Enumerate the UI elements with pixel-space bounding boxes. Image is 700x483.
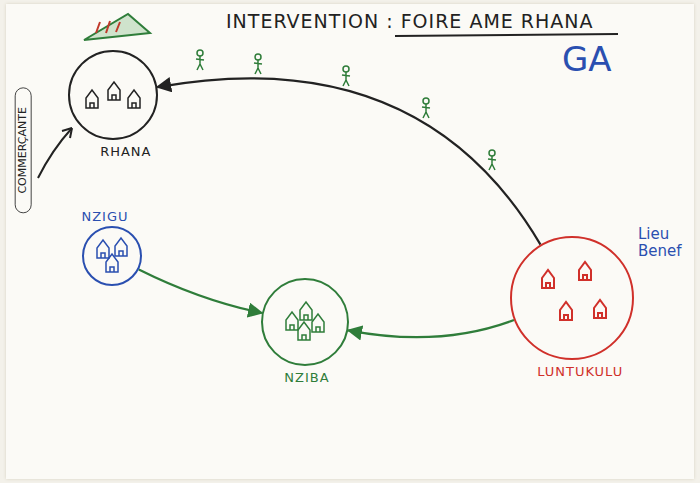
house-symbols [97,238,127,272]
flow-arrow [348,320,514,337]
house-symbols [286,302,324,340]
walking-people [196,50,496,170]
title-underline [395,34,618,36]
note-label: Lieu Benef [638,226,694,261]
place-name: NZIGU [81,209,128,224]
leader-arrow [38,128,72,178]
place-circle: NZIGU [82,226,142,286]
place-name: RHANA [100,144,151,159]
note-label: GA [562,40,612,79]
title-text: INTERVENTION : FOIRE AME RHANA [226,10,594,32]
flow-arrow [157,78,540,244]
leader-arrowhead [62,128,72,138]
house-symbols [542,262,606,320]
place-circle: LUNTUKULU [510,236,634,360]
place-name: LUNTUKULU [537,364,623,379]
flag-triangle [84,14,150,40]
flow-arrow [139,269,262,313]
note-label: COMMERÇANTE [15,87,32,213]
house-symbols [86,82,140,108]
place-circle: RHANA [68,50,158,140]
place-circle: NZIBA [261,278,349,366]
flag-marks [96,21,120,33]
place-name: NZIBA [284,370,329,385]
